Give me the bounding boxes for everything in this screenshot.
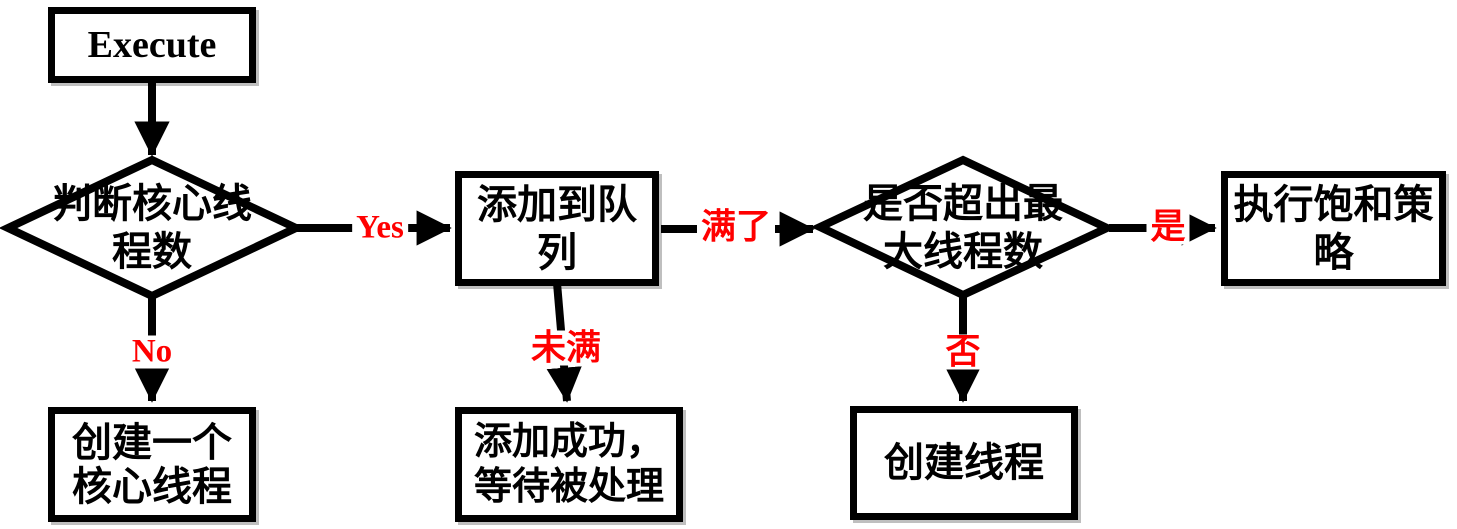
node-execute-label: Execute [87,24,217,66]
edge-label-queue-not-full: 未满 [526,330,606,366]
node-create-core-thread: 创建一个 核心线程 [48,407,256,522]
node-add-queue: 添加到队 列 [455,171,659,286]
node-create-core-line1: 创建一个 [72,420,232,465]
node-saturation-policy-label: 执行饱和策 略 [1234,181,1434,277]
decision-judge-max-line2: 大线程数 [883,230,1043,274]
node-saturation-line2: 略 [1313,230,1354,275]
node-saturation-policy: 执行饱和策 略 [1221,171,1446,286]
node-saturation-line1: 执行饱和策 [1233,182,1434,227]
node-add-queue-line1: 添加到队 [477,182,637,227]
edge-label-queue-full: 满了 [696,209,776,245]
node-execute: Execute [48,7,256,83]
node-added-waiting-label: 添加成功， 等待被处理 [474,420,664,510]
node-add-queue-label: 添加到队 列 [477,181,637,277]
node-create-core-line2: 核心线程 [72,464,232,509]
node-create-core-thread-label: 创建一个 核心线程 [72,421,232,509]
decision-judge-max-shape [810,155,1117,300]
decision-judge-core-line2: 程数 [112,230,192,274]
decision-judge-max-label: 是否超出最 大线程数 [853,180,1073,276]
edge-label-exceed-no: 否 [941,334,985,370]
node-create-thread: 创建线程 [850,406,1078,520]
edge-label-exceed-yes: 是 [1146,209,1190,245]
decision-judge-core-line1: 判断核心线 [52,182,252,226]
node-added-waiting: 添加成功， 等待被处理 [455,407,683,522]
node-create-thread-label: 创建线程 [884,441,1044,485]
node-add-queue-line2: 列 [537,230,577,275]
edge-label-yes: Yes [352,211,408,245]
node-added-waiting-line1: 添加成功， [473,420,664,463]
edge-label-no: No [127,335,177,369]
decision-judge-max-line1: 是否超出最 [863,182,1063,226]
node-added-waiting-line2: 等待被处理 [473,465,664,508]
decision-judge-core-label: 判断核心线 程数 [42,180,262,276]
decision-judge-core-shape [0,155,306,301]
